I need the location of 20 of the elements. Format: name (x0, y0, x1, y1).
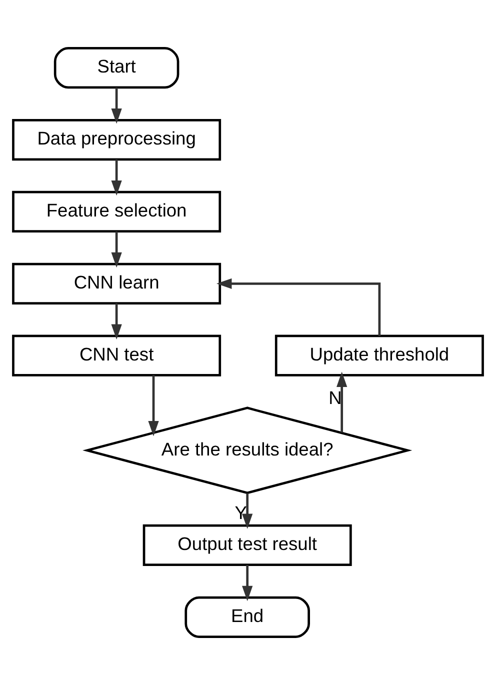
node-box: CNN learn (12, 262, 222, 304)
node-box: End (184, 596, 310, 638)
edge-label: N (328, 387, 342, 408)
arrow (148, 375, 159, 436)
arrow (242, 493, 253, 529)
arrow (242, 564, 253, 602)
arrow (111, 88, 122, 124)
node-box: CNN test (12, 334, 222, 376)
arrow (336, 372, 348, 433)
arrow (111, 303, 122, 340)
node-diamond: Are the results ideal? (82, 406, 412, 494)
edge-label: Y (234, 502, 247, 523)
node-box: Feature selection (12, 190, 222, 232)
node-box: Start (54, 47, 180, 89)
node-box: Output test result (142, 524, 352, 566)
node-box: Data preprocessing (12, 118, 222, 161)
arrow (111, 159, 122, 196)
node-box: Update threshold (274, 334, 484, 376)
arrow (216, 278, 381, 336)
arrow (111, 231, 122, 268)
